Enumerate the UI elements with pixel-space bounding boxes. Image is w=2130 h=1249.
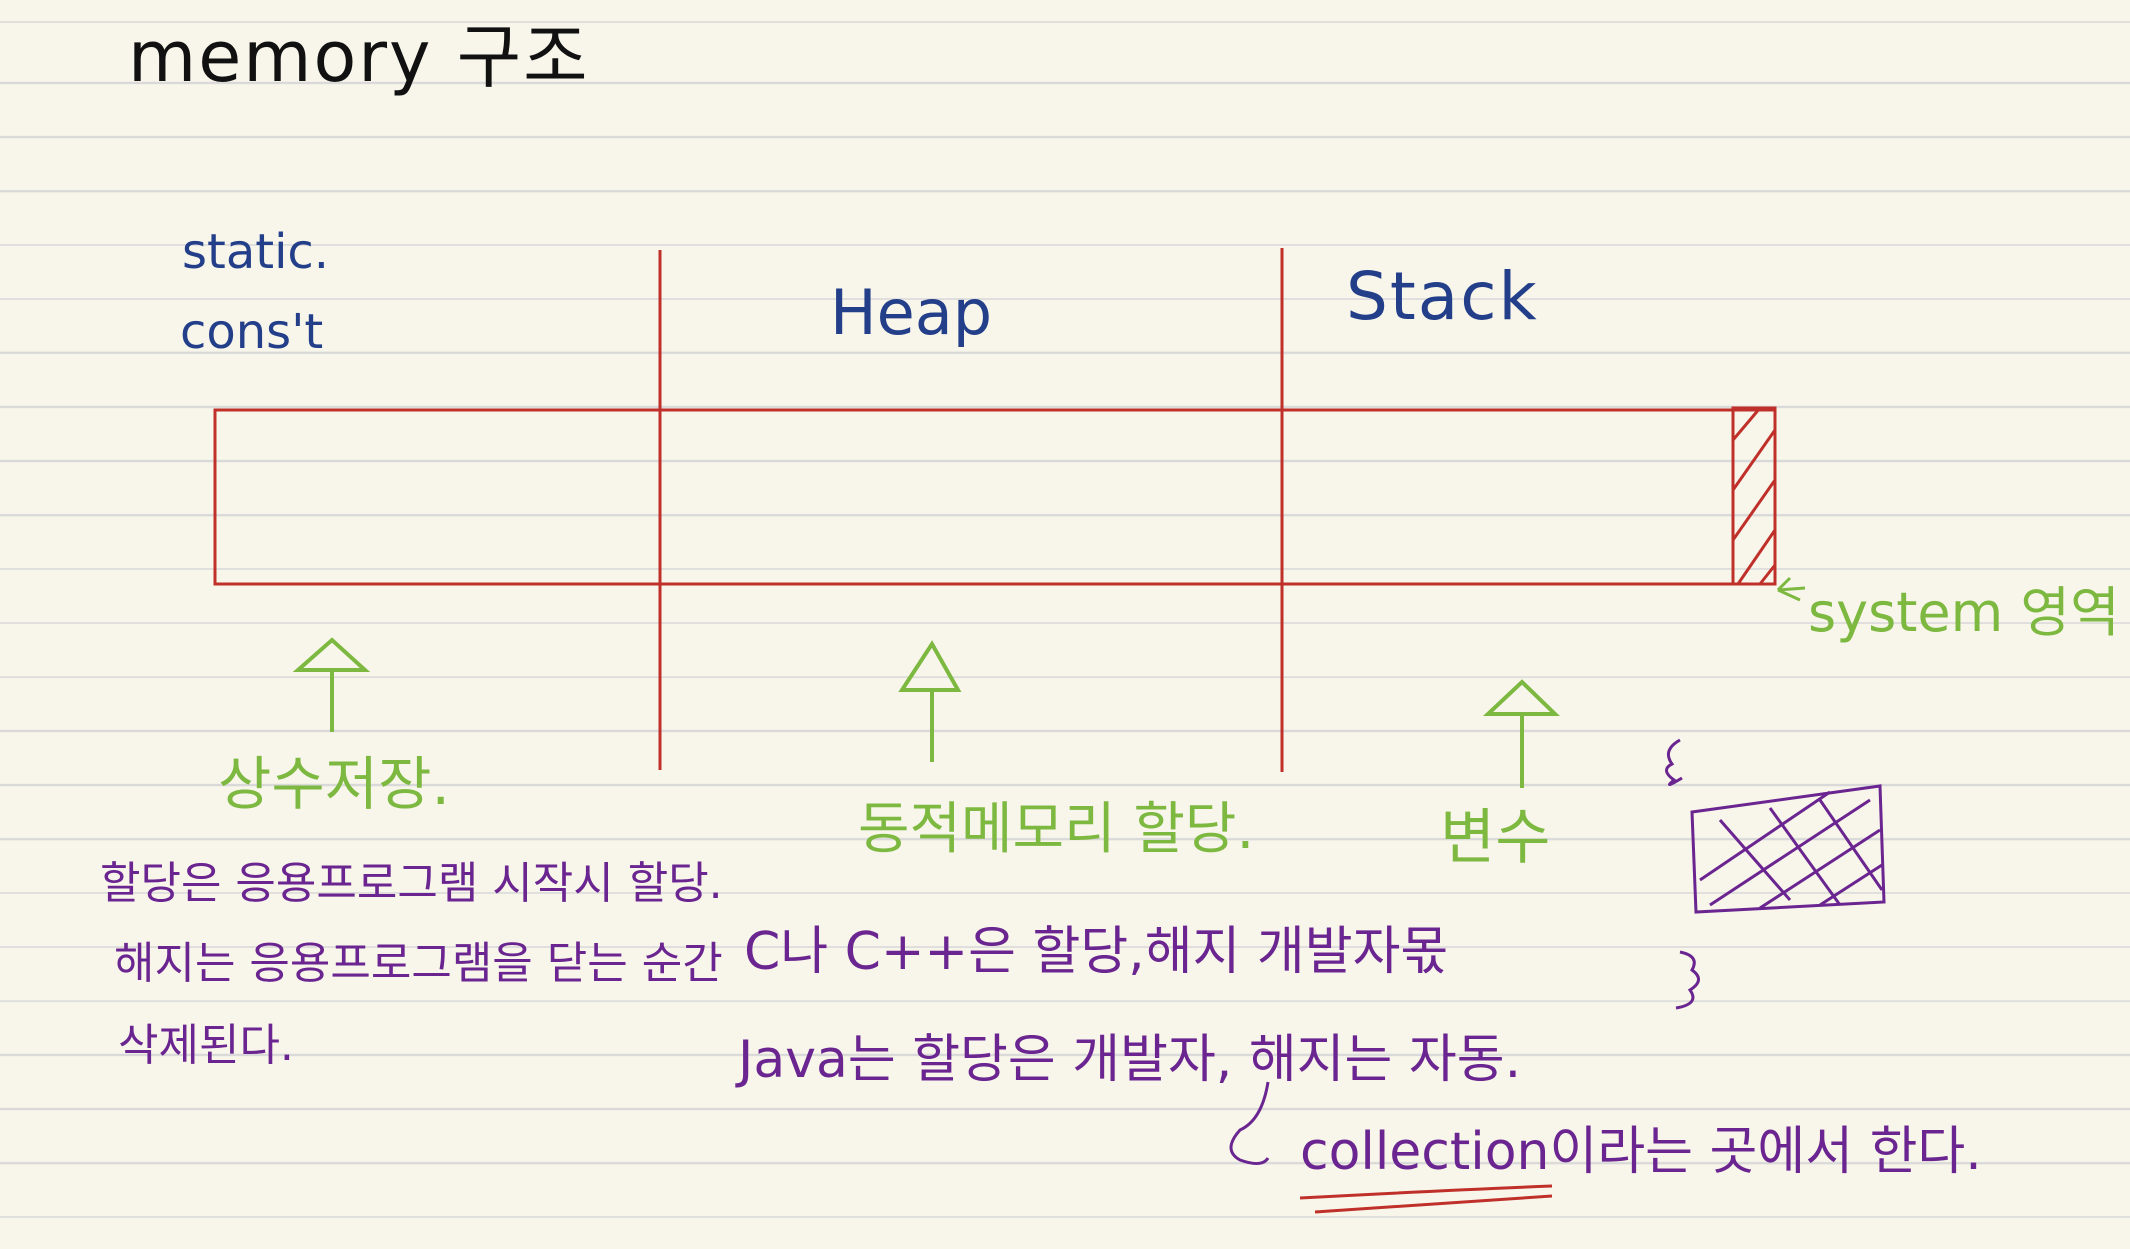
page-title: memory 구조 (128, 16, 590, 98)
static-note-line-3: 삭제된다. (118, 1020, 294, 1071)
heap-arrow (898, 640, 962, 762)
const-label: cons't (180, 304, 324, 360)
system-area-hatch (1731, 406, 1777, 586)
constant-arrow (292, 637, 371, 732)
memory-bar (213, 408, 1777, 586)
static-label: static. (182, 224, 330, 280)
heap-note-line-1: C나 C++은 할당,해지 개발자몫 (744, 922, 1449, 982)
constant-storage-note: 상수저장. (218, 750, 450, 818)
stack-label: Stack (1346, 258, 1539, 335)
static-note-line-2: 해지는 응용프로그램을 닫는 순간 (114, 938, 723, 989)
heap-note-line-2: Java는 할당은 개발자, 해지는 자동. (738, 1030, 1522, 1090)
system-pointer-arrow (1776, 576, 1806, 602)
heap-note-line-3: collection이라는 곳에서 한다. (1300, 1122, 1982, 1182)
static-note-line-1: 할당은 응용프로그램 시작시 할당. (100, 858, 723, 909)
purple-hatched-box (1665, 738, 1886, 1010)
system-area-label: system 영역 (1808, 581, 2120, 644)
dynamic-memory-note: 동적메모리 할당. (858, 797, 1255, 862)
heap-label: Heap (830, 276, 993, 349)
stack-arrow (1482, 679, 1560, 788)
garbage-hook (1229, 1081, 1270, 1165)
variable-note: 변수 (1440, 803, 1551, 873)
collection-underline (1299, 1184, 1553, 1214)
